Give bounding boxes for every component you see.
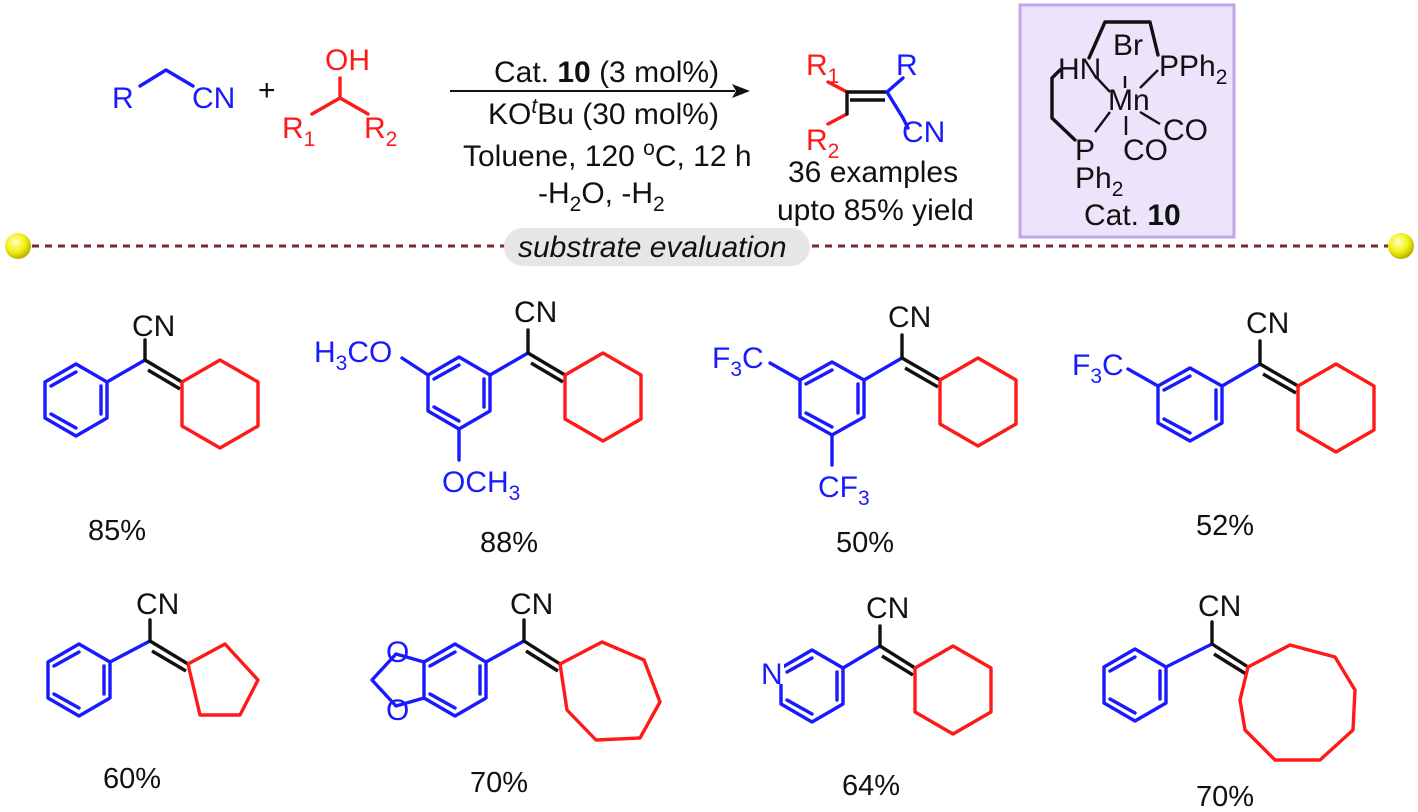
examples-count: 36 examples <box>788 156 958 189</box>
alcohol-r2-label: R2 <box>364 112 397 151</box>
conditions-catalyst: Cat. 10 (3 mol%) <box>494 56 719 89</box>
substrate-7-yield: 64% <box>842 770 900 802</box>
substrate-2-ome-bottom: OCH3 <box>442 466 520 505</box>
substrate-5: CN 60% <box>46 588 260 795</box>
substrate-5-yield: 60% <box>103 763 161 795</box>
substrate-1: CN 85% <box>43 310 260 547</box>
substrate-2-cn-label: CN <box>514 296 557 329</box>
catalyst-box: HN Br PPh2 Mn CO CO P Ph2 Cat. 10 <box>1018 3 1236 239</box>
substrate-2-yield: 88% <box>480 527 538 559</box>
substrate-8-cn-label: CN <box>1198 590 1241 623</box>
reaction-arrow <box>450 84 750 98</box>
substrate-8: CN 70% <box>1102 590 1357 812</box>
divider-left-dot <box>5 233 31 259</box>
substrate-6: O O CN 70% <box>370 588 662 799</box>
divider-label-pill <box>504 228 810 266</box>
substrate-8-yield: 70% <box>1196 781 1254 812</box>
substrate-3-yield: 50% <box>836 527 894 559</box>
substrate-3-cf3-bottom: CF3 <box>818 471 870 510</box>
catalyst-hn-label: HN <box>1058 53 1101 86</box>
catalyst-co1-label: CO <box>1163 114 1208 147</box>
substrate-7: N CN 64% <box>758 592 993 802</box>
divider: substrate evaluation <box>5 228 1414 266</box>
nitrile-r-label: R <box>112 82 134 115</box>
catalyst-pph2-label: PPh2 <box>1159 50 1227 89</box>
divider-right-dot <box>1388 233 1414 259</box>
alcohol-oh-label: OH <box>325 44 370 77</box>
substrate-6-cn-label: CN <box>510 588 553 621</box>
product-r2-label: R2 <box>806 124 839 163</box>
substrate-2: CN H3CO OCH3 88% <box>314 296 643 559</box>
catalyst-p-label: P <box>1075 134 1095 167</box>
catalyst-br-label: Br <box>1113 29 1143 62</box>
catalyst-mn-label: Mn <box>1108 84 1150 117</box>
substrate-4-cn-label: CN <box>1246 307 1289 340</box>
reactant-nitrile: R CN <box>112 68 235 115</box>
catalyst-ph2-label: Ph2 <box>1075 162 1123 201</box>
substrate-2-ome-top: H3CO <box>314 336 392 375</box>
substrate-1-yield: 85% <box>88 515 146 547</box>
substrate-6-o-bottom: O <box>386 694 409 727</box>
substrate-3: CN F3C CF3 50% <box>712 301 1018 559</box>
conditions-solvent: Toluene, 120 oC, 12 h <box>463 137 752 173</box>
catalyst-label: Cat. 10 <box>1084 199 1181 232</box>
conditions-base: KOtBu (30 mol%) <box>488 95 719 131</box>
conditions-byproducts: -H2O, -H2 <box>538 177 665 216</box>
max-yield: upto 85% yield <box>777 194 974 227</box>
catalyst-co2-label: CO <box>1123 134 1168 167</box>
substrate-6-yield: 70% <box>470 767 528 799</box>
substrate-4-cf3: F3C <box>1072 349 1124 388</box>
product-cn-label: CN <box>902 116 945 149</box>
product-general: R1 R R2 CN <box>806 49 945 163</box>
reactant-alcohol: OH R1 R2 <box>282 44 397 151</box>
alcohol-r1-label: R1 <box>282 112 315 151</box>
nitrile-cn-label: CN <box>192 82 235 115</box>
substrate-7-cn-label: CN <box>866 592 909 625</box>
reaction-conditions: Cat. 10 (3 mol%) KOtBu (30 mol%) Toluene… <box>463 56 752 216</box>
substrate-3-cn-label: CN <box>888 301 931 334</box>
divider-label: substrate evaluation <box>518 231 787 264</box>
substrate-4: CN F3C 52% <box>1072 307 1376 542</box>
product-cn-bond <box>901 116 910 130</box>
product-r-label: R <box>896 49 918 82</box>
product-r1-label: R1 <box>806 49 839 88</box>
plus-sign: + <box>258 74 276 107</box>
substrate-4-yield: 52% <box>1196 510 1254 542</box>
substrate-1-cn-label: CN <box>132 310 175 343</box>
substrate-6-o-top: O <box>386 636 409 669</box>
substrate-7-n-label: N <box>761 658 783 691</box>
substrate-5-cn-label: CN <box>136 588 179 621</box>
substrate-3-cf3-top: F3C <box>712 342 764 381</box>
